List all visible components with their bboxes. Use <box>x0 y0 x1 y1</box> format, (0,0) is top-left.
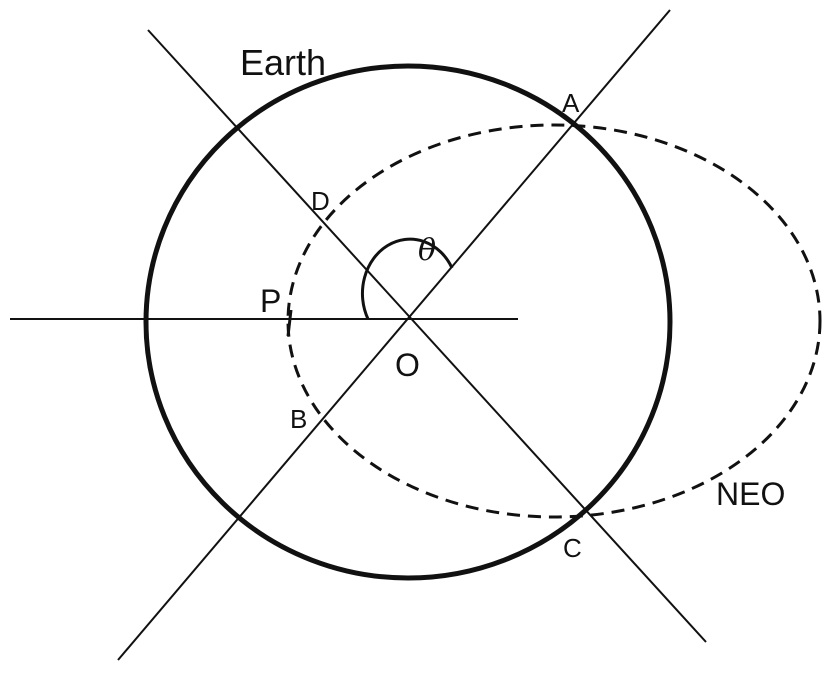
theta-label: θ <box>418 233 436 268</box>
perihelion-tick <box>286 309 293 337</box>
perihelion-label: P <box>260 283 281 319</box>
point-b-label: B <box>290 404 307 434</box>
line-d-o-c <box>147 29 707 643</box>
neo-orbit <box>286 123 822 519</box>
point-d-label: D <box>311 186 330 216</box>
earth-label: Earth <box>240 42 326 83</box>
line-a-o-b <box>117 9 671 661</box>
theta-arc <box>360 237 454 320</box>
origin-label: O <box>395 347 420 383</box>
point-c-label: C <box>563 533 582 563</box>
earth-orbit <box>143 63 673 581</box>
neo-label: NEO <box>716 476 785 512</box>
point-a-label: A <box>562 88 580 118</box>
